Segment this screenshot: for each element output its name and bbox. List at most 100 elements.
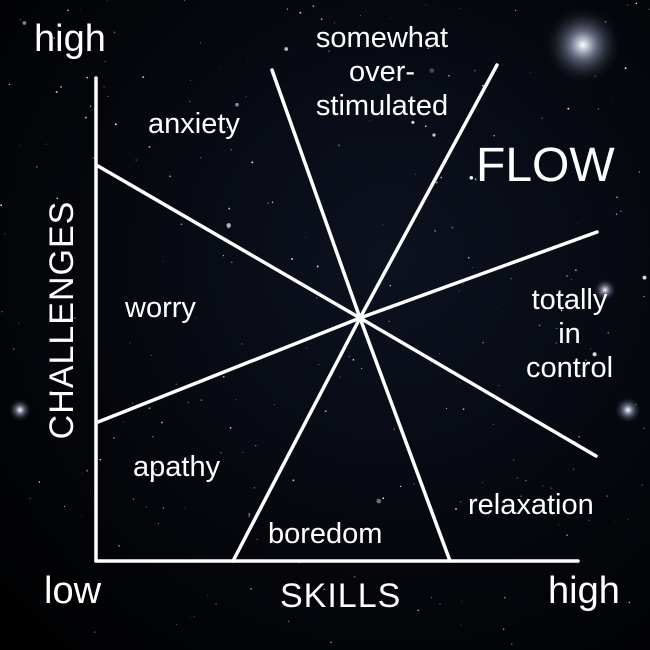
star	[60, 86, 62, 88]
star	[611, 97, 613, 99]
star	[482, 341, 484, 344]
ray-to-left-upper	[96, 164, 362, 320]
ray-to-right-lower	[358, 316, 598, 458]
star	[458, 290, 460, 292]
star	[148, 407, 151, 410]
star	[455, 508, 457, 510]
star	[3, 233, 6, 235]
star	[152, 436, 154, 438]
star	[354, 576, 356, 578]
star	[183, 0, 186, 1]
star	[160, 421, 163, 424]
star	[135, 159, 137, 161]
star	[620, 210, 622, 212]
star	[424, 125, 427, 127]
star	[528, 364, 531, 366]
star	[253, 487, 256, 489]
star	[606, 495, 608, 497]
star	[427, 47, 429, 49]
star	[431, 596, 433, 598]
star	[516, 477, 519, 479]
star	[122, 421, 124, 423]
star	[36, 166, 38, 168]
star	[246, 58, 248, 60]
star	[567, 107, 570, 110]
star	[29, 497, 31, 499]
star	[38, 481, 41, 483]
star	[638, 171, 641, 173]
star	[624, 67, 627, 70]
ray-to-top-left	[270, 68, 362, 320]
star	[511, 643, 513, 645]
star	[76, 123, 78, 124]
star	[503, 628, 505, 630]
star	[320, 33, 322, 35]
star	[445, 407, 448, 409]
star	[149, 539, 150, 541]
glowing-star	[614, 396, 642, 424]
star	[648, 8, 650, 10]
star	[200, 157, 202, 159]
star	[323, 588, 325, 590]
star	[461, 601, 462, 603]
star	[169, 175, 171, 178]
region-flow: FLOW	[476, 139, 615, 192]
star	[615, 213, 618, 215]
star	[8, 83, 11, 86]
star	[284, 47, 289, 51]
glowing-star	[593, 278, 617, 302]
star	[312, 530, 314, 532]
star	[496, 308, 498, 309]
star	[0, 204, 3, 207]
star	[255, 445, 257, 447]
star	[54, 271, 56, 273]
star	[383, 223, 385, 225]
star	[175, 383, 177, 385]
region-boredom: boredom	[268, 518, 383, 550]
star	[316, 265, 319, 268]
star	[104, 61, 106, 63]
star	[241, 343, 243, 345]
star	[131, 402, 133, 404]
star	[459, 501, 462, 503]
star	[376, 498, 382, 504]
star	[230, 148, 233, 151]
y-axis-title: CHALLENGES	[43, 200, 81, 440]
star	[180, 223, 183, 226]
star	[92, 157, 94, 159]
star	[160, 313, 162, 315]
star	[67, 262, 69, 264]
star	[235, 102, 239, 107]
star	[70, 310, 72, 312]
star	[515, 9, 517, 11]
star	[548, 180, 550, 183]
star	[18, 322, 20, 324]
star	[312, 5, 315, 7]
region-worry: worry	[125, 292, 196, 324]
star	[189, 100, 191, 102]
star	[157, 522, 160, 524]
star	[53, 43, 55, 45]
star	[245, 96, 247, 98]
star	[628, 601, 631, 604]
star	[148, 145, 151, 148]
star	[118, 33, 120, 35]
star	[573, 468, 575, 470]
star	[512, 459, 515, 461]
star	[396, 76, 398, 79]
star	[230, 261, 233, 264]
star	[359, 15, 362, 17]
star	[590, 348, 591, 350]
star	[474, 69, 476, 72]
star	[459, 382, 461, 384]
star	[256, 539, 258, 541]
star	[388, 320, 390, 323]
star	[106, 0, 108, 1]
star	[352, 358, 355, 361]
star	[45, 143, 47, 145]
star	[439, 352, 441, 354]
star	[339, 376, 341, 378]
star	[222, 255, 224, 257]
star	[306, 347, 307, 349]
star	[584, 359, 587, 362]
